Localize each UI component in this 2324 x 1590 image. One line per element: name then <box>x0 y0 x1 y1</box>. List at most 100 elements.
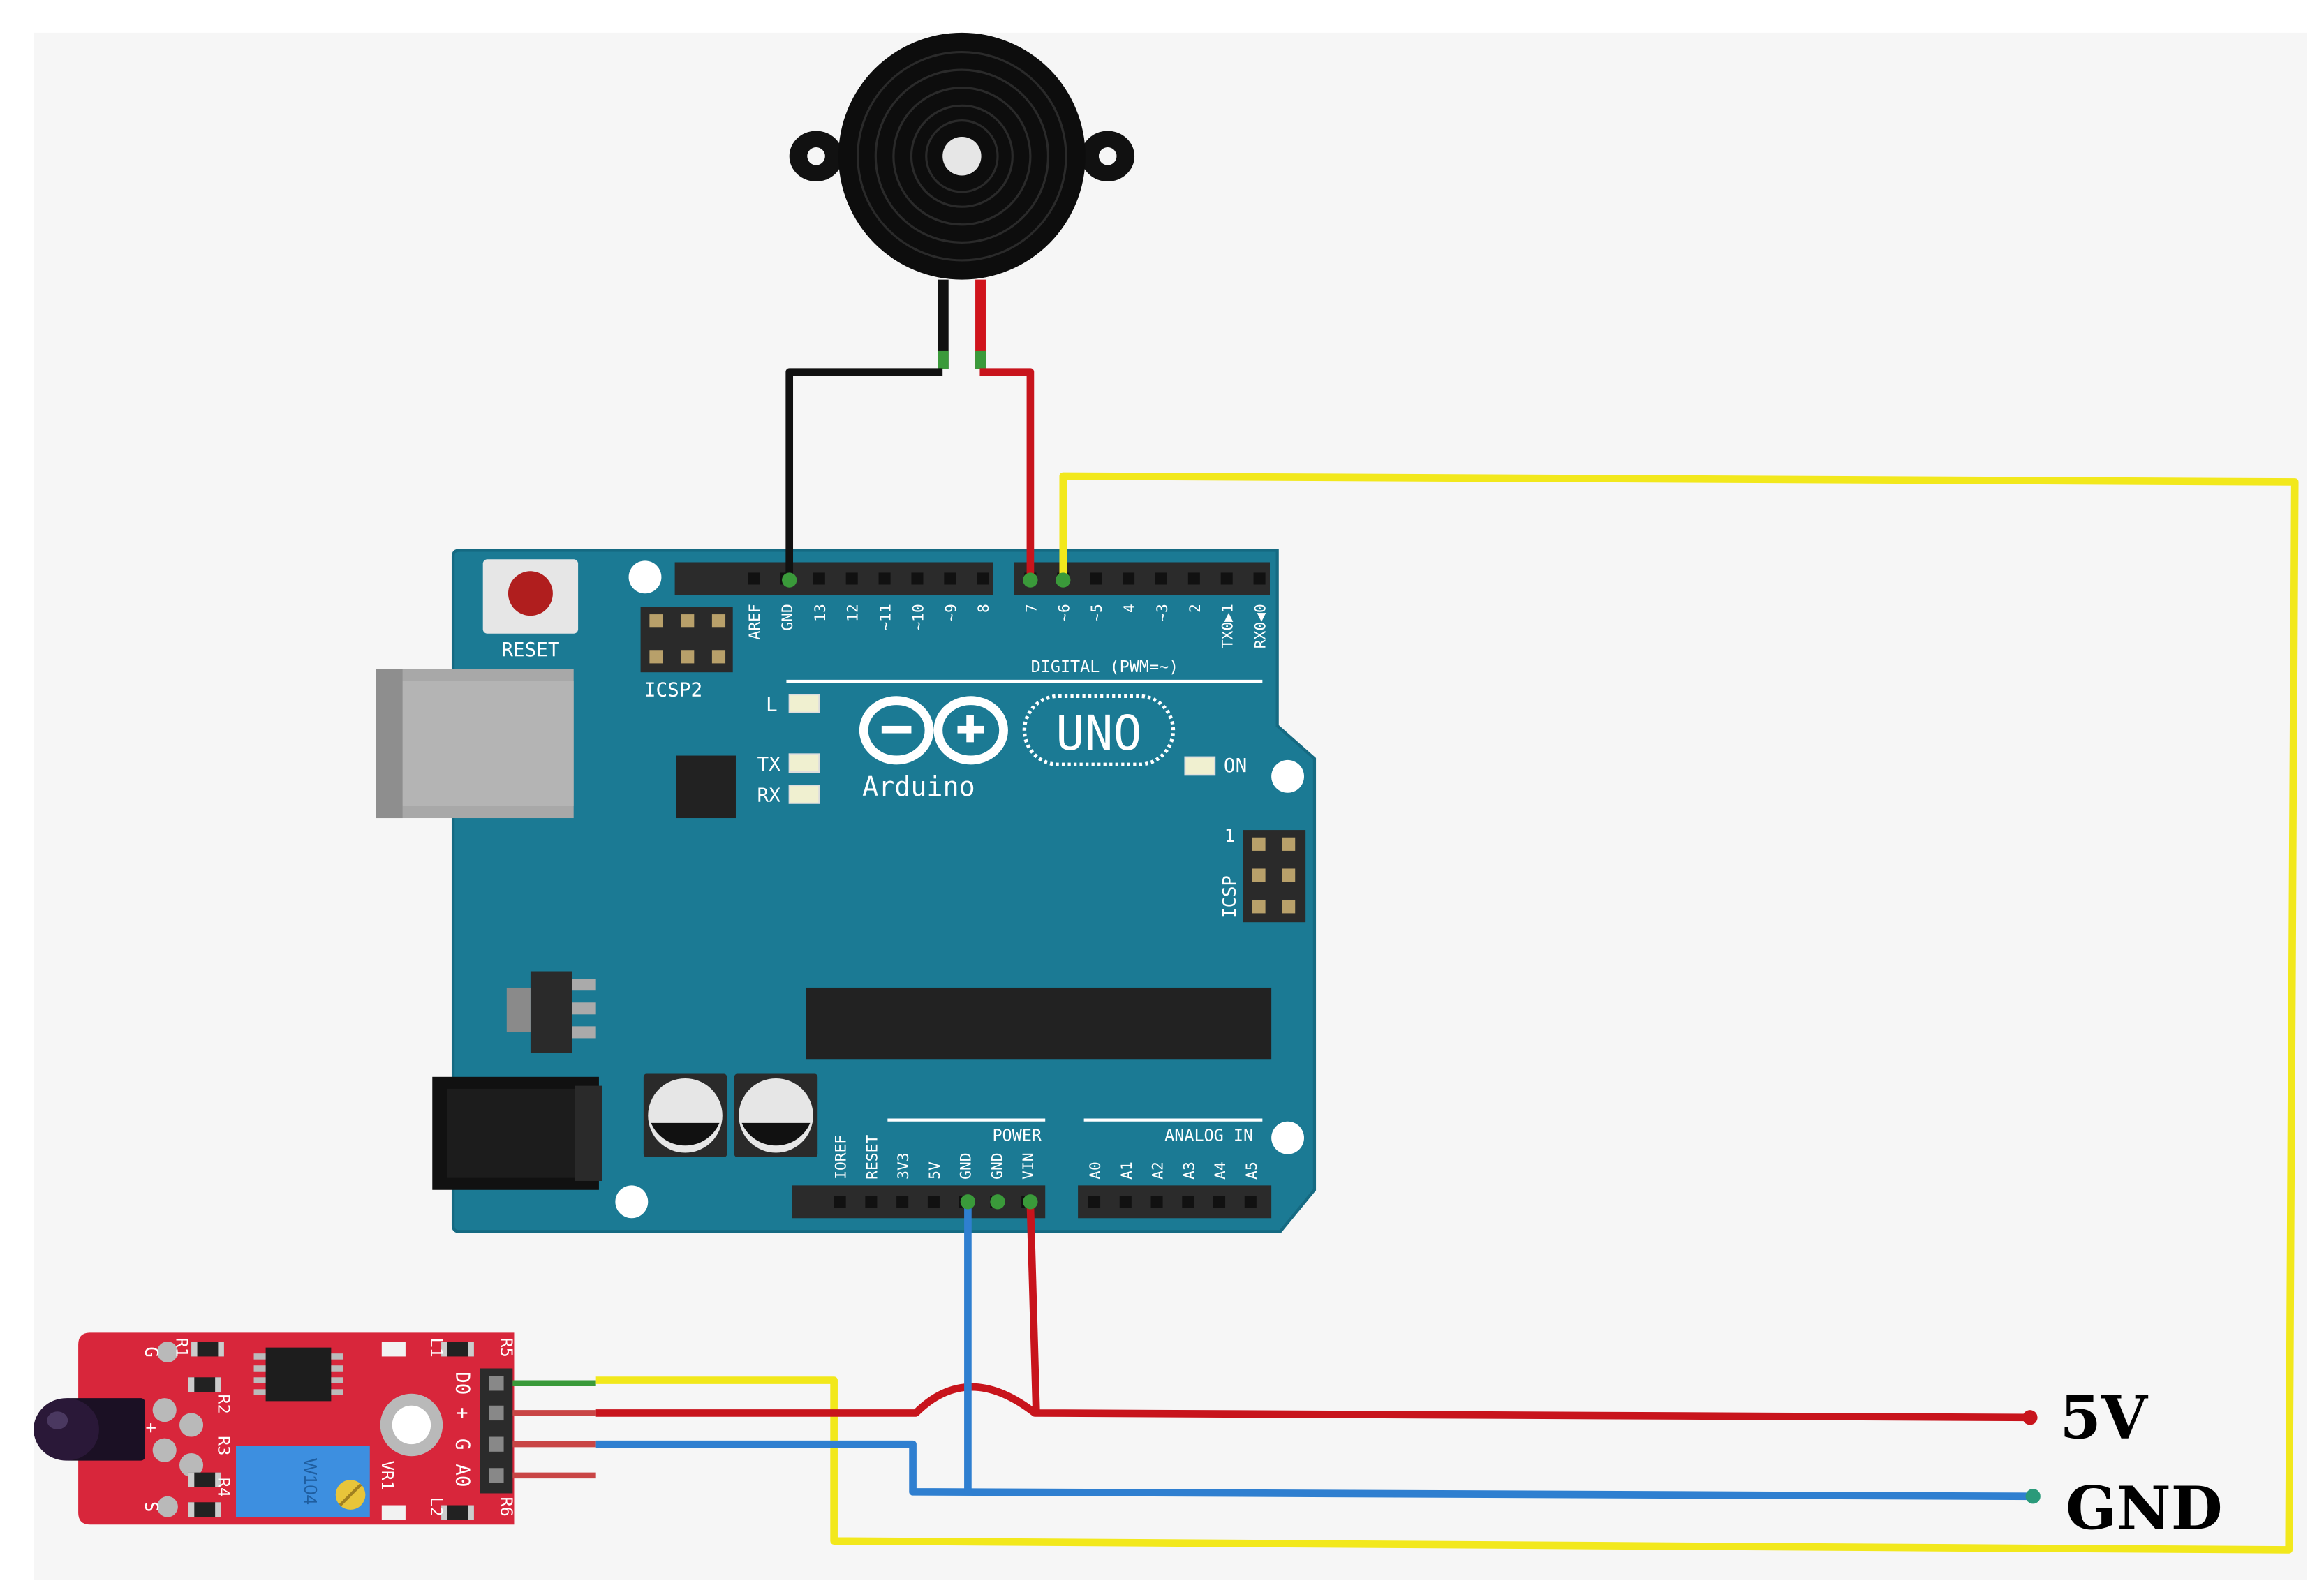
uno-badge <box>1022 694 1176 766</box>
sensor-pin-label: D0 <box>451 1372 474 1395</box>
wire-buzzer-gnd <box>785 368 943 581</box>
header-pin-hole <box>1150 1196 1163 1208</box>
digital-pin-label: ~9 <box>942 604 960 622</box>
digital-pin-label: 7 <box>1023 604 1040 613</box>
sensor-component-label: R3 <box>214 1436 233 1455</box>
digital-pin-label: RX0◀0 <box>1252 604 1270 648</box>
header-pin-hole <box>1187 572 1200 585</box>
sensor-component-label: R2 <box>214 1395 233 1414</box>
sensor-pad-label: + <box>140 1422 161 1433</box>
header-pin-hole <box>1244 1196 1257 1208</box>
sensor-pad-label: S <box>140 1501 161 1512</box>
usb-chip <box>676 755 736 819</box>
power-pin-label: VIN <box>1020 1152 1037 1179</box>
sensor-component-label: L2 <box>427 1497 446 1517</box>
power-section-label: POWER <box>992 1125 1042 1145</box>
sensor-component-label: VR1 <box>378 1461 397 1490</box>
header-pin-hole <box>944 572 956 585</box>
sensor-component-label: R4 <box>214 1478 233 1497</box>
digital-pin-label: ~10 <box>910 604 927 630</box>
voltage-regulator <box>506 971 596 1053</box>
ir-receiver <box>34 1398 145 1461</box>
icsp2-label: ICSP2 <box>644 678 702 701</box>
analog-pin-label: A3 <box>1180 1161 1198 1180</box>
digital-pin-label: 4 <box>1121 604 1139 613</box>
pot-label: W104 <box>300 1458 320 1505</box>
led-rx-label: RX <box>757 784 781 807</box>
icsp-header <box>1243 830 1306 923</box>
sensor-pin-label: A0 <box>451 1464 474 1487</box>
arduino-infinity-logo <box>859 696 1008 765</box>
digital-pin-label: ~5 <box>1088 604 1106 622</box>
power-pin-label: 3V3 <box>895 1152 912 1179</box>
header-pin-hole <box>1119 1196 1132 1208</box>
analog-header <box>1078 1185 1272 1219</box>
header-pin-hole <box>1090 572 1102 585</box>
header-pin-hole <box>845 572 858 585</box>
digital-pin-label: 13 <box>812 604 829 622</box>
led-tx-label: TX <box>757 752 781 775</box>
sensor-component-label: R5 <box>496 1338 516 1358</box>
power-pin-label: GND <box>958 1152 975 1179</box>
digital-pin-label: TX0▶1 <box>1220 604 1237 648</box>
header-pin-hole <box>1220 572 1233 585</box>
supply-gnd-label: GND <box>2066 1474 2223 1544</box>
uno-text: UNO <box>1056 706 1141 761</box>
header-pin-hole <box>911 572 924 585</box>
power-pin-label: 5V <box>926 1161 944 1180</box>
led-on-label: ON <box>1224 754 1247 777</box>
dc-power-jack <box>432 1076 602 1190</box>
led-l <box>788 694 820 713</box>
sensor-pin-label: G <box>451 1439 474 1450</box>
icsp-label: ICSP <box>1220 875 1241 919</box>
led-l-label: L <box>766 693 778 716</box>
header-pin-hole <box>1253 572 1266 585</box>
header-pin-hole <box>1213 1196 1226 1208</box>
analog-pin-label: A5 <box>1243 1161 1261 1180</box>
power-pin-label: GND <box>989 1152 1006 1179</box>
icsp2-header <box>640 607 733 673</box>
capacitor-2 <box>734 1073 818 1157</box>
analog-pin-label: A2 <box>1150 1161 1167 1180</box>
wire-sensor-vcc <box>595 1204 2030 1422</box>
icsp-pin1-label: 1 <box>1224 826 1235 847</box>
potentiometer <box>235 1446 370 1517</box>
digital-header-left <box>674 562 993 595</box>
header-pin-hole <box>1155 572 1167 585</box>
power-header <box>792 1185 1046 1219</box>
power-pin-label: RESET <box>864 1135 881 1180</box>
wire-sensor-gnd <box>595 1205 2034 1501</box>
comparator-chip <box>253 1347 343 1402</box>
sensor-component-label: L1 <box>427 1338 446 1358</box>
header-pin-hole <box>748 572 760 585</box>
reset-button[interactable] <box>482 559 579 634</box>
header-pin-hole <box>813 572 825 585</box>
header-pin-hole <box>878 572 891 585</box>
digital-pin-label: 8 <box>975 604 993 613</box>
usb-connector <box>376 669 574 819</box>
atmega-chip <box>806 987 1272 1060</box>
header-pin-hole <box>834 1196 846 1208</box>
wire-sensor-d0 <box>595 472 2299 1554</box>
header-pin-hole <box>865 1196 878 1208</box>
header-pin-hole <box>1182 1196 1194 1208</box>
sensor-pin-label: + <box>451 1407 474 1419</box>
digital-pin-label: ~6 <box>1056 604 1073 622</box>
header-pin-hole <box>1088 1196 1101 1208</box>
digital-pin-label: 2 <box>1187 604 1204 613</box>
sensor-component-label: R6 <box>496 1497 516 1517</box>
digital-pin-label: AREF <box>746 604 764 639</box>
analog-pin-label: A4 <box>1212 1161 1229 1180</box>
arduino-uno-board: RESET ICSP2 L TX RX ON Arduino UNO <box>376 549 1317 1233</box>
digital-section-label: DIGITAL (PWM=~) <box>1031 657 1179 676</box>
digital-pin-label: ~11 <box>878 604 895 630</box>
header-pin-hole <box>896 1196 909 1208</box>
analog-pin-label: A0 <box>1087 1161 1104 1180</box>
supply-5v-label: 5V <box>2060 1383 2149 1453</box>
analog-pin-label: A1 <box>1118 1161 1136 1180</box>
header-pin-hole <box>977 572 989 585</box>
led-tx <box>788 753 820 773</box>
digital-pin-label: GND <box>779 604 797 630</box>
